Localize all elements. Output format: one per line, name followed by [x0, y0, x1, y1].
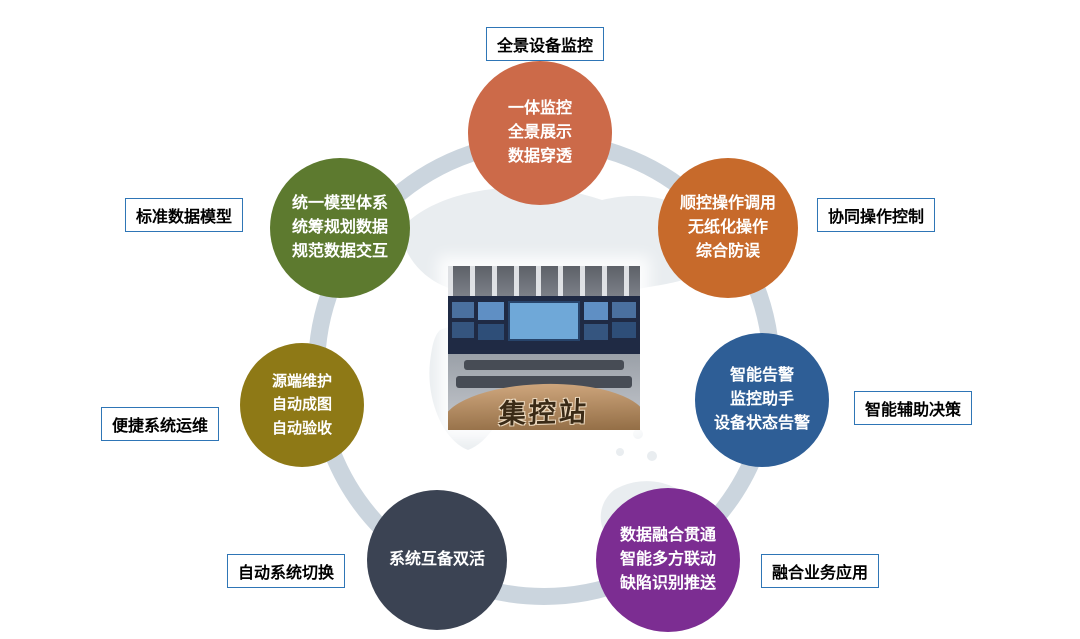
- node-integrated-business-application: 数据融合贯通 智能多方联动 缺陷识别推送: [596, 488, 740, 632]
- label-integrated-business-application: 融合业务应用: [760, 554, 880, 588]
- control-room-image: 集控站: [448, 266, 640, 430]
- node-text-line: 综合防误: [695, 243, 760, 260]
- label-intelligent-decision-support: 智能辅助决策: [853, 391, 973, 425]
- node-standard-data-model: 统一模型体系 统筹规划数据 规范数据交互: [270, 158, 410, 298]
- node-text-line: 规范数据交互: [291, 243, 388, 260]
- node-text-line: 智能多方联动: [619, 551, 716, 568]
- node-text-line: 智能告警: [729, 367, 794, 384]
- control-room-floor: 集控站: [448, 354, 640, 430]
- node-collaborative-operation-control: 顺控操作调用 无纸化操作 综合防误: [658, 158, 798, 298]
- node-text-line: 自动成图: [271, 396, 332, 414]
- node-intelligent-decision-support: 智能告警 监控助手 设备状态告警: [695, 333, 829, 467]
- node-automatic-system-switch: 系统互备双活: [367, 490, 507, 630]
- node-text-line: 无纸化操作: [687, 219, 768, 236]
- node-text-line: 统筹规划数据: [291, 219, 388, 236]
- node-text-line: 一体监控: [507, 100, 572, 117]
- label-standard-data-model: 标准数据模型: [124, 198, 244, 232]
- node-text-line: 自动验收: [271, 419, 332, 437]
- station-name-label: 集控站: [498, 396, 590, 429]
- label-panoramic-device-monitoring: 全景设备监控: [485, 27, 605, 61]
- node-text-line: 系统互备双活: [388, 551, 485, 568]
- control-room-ceiling: [448, 266, 640, 296]
- node-text-line: 全景展示: [507, 124, 572, 141]
- front-desk: 集控站: [448, 381, 640, 430]
- node-panoramic-device-monitoring: 一体监控 全景展示 数据穿透: [468, 61, 612, 205]
- node-text-line: 源端维护: [271, 373, 332, 391]
- node-text-line: 缺陷识别推送: [619, 575, 716, 592]
- node-text-line: 监控助手: [729, 391, 794, 408]
- label-convenient-system-maintenance: 便捷系统运维: [100, 407, 220, 441]
- node-text-line: 统一模型体系: [291, 195, 388, 212]
- node-text-line: 数据融合贯通: [619, 527, 716, 544]
- node-text-line: 设备状态告警: [713, 415, 810, 432]
- node-convenient-system-maintenance: 源端维护 自动成图 自动验收: [240, 343, 364, 467]
- label-automatic-system-switch: 自动系统切换: [226, 554, 346, 588]
- label-collaborative-operation-control: 协同操作控制: [816, 198, 936, 232]
- node-text-line: 数据穿透: [507, 148, 572, 165]
- node-text-line: 顺控操作调用: [679, 195, 776, 212]
- video-wall: [448, 296, 640, 354]
- operator-desk: [464, 360, 624, 370]
